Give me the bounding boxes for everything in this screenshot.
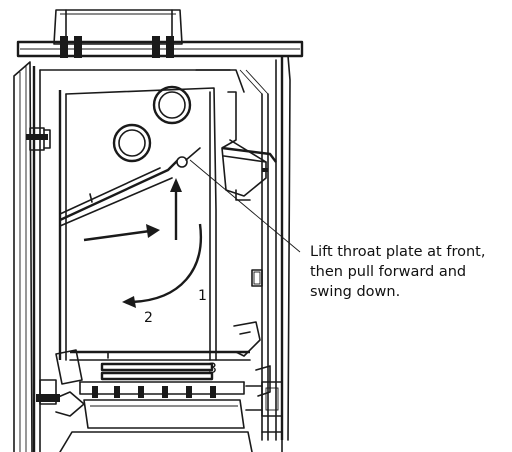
callout-line-1: Lift throat plate at front, <box>310 244 485 260</box>
callout-line-3: swing down. <box>310 284 400 300</box>
grate-area <box>55 349 283 452</box>
label-step-2: 2 <box>144 310 153 326</box>
flue-collars <box>112 85 192 163</box>
top-cover <box>16 9 304 58</box>
throat-plate <box>59 147 201 227</box>
lower-right-fittings <box>233 321 283 417</box>
label-step-1: 1 <box>198 288 207 304</box>
front-door <box>13 61 85 452</box>
callout-leader-line <box>189 159 301 253</box>
stove-body <box>32 55 291 452</box>
callout-line-2: then pull forward and <box>310 264 466 280</box>
label-step-3: 3 <box>208 361 217 377</box>
airflow-arrows <box>83 178 203 308</box>
